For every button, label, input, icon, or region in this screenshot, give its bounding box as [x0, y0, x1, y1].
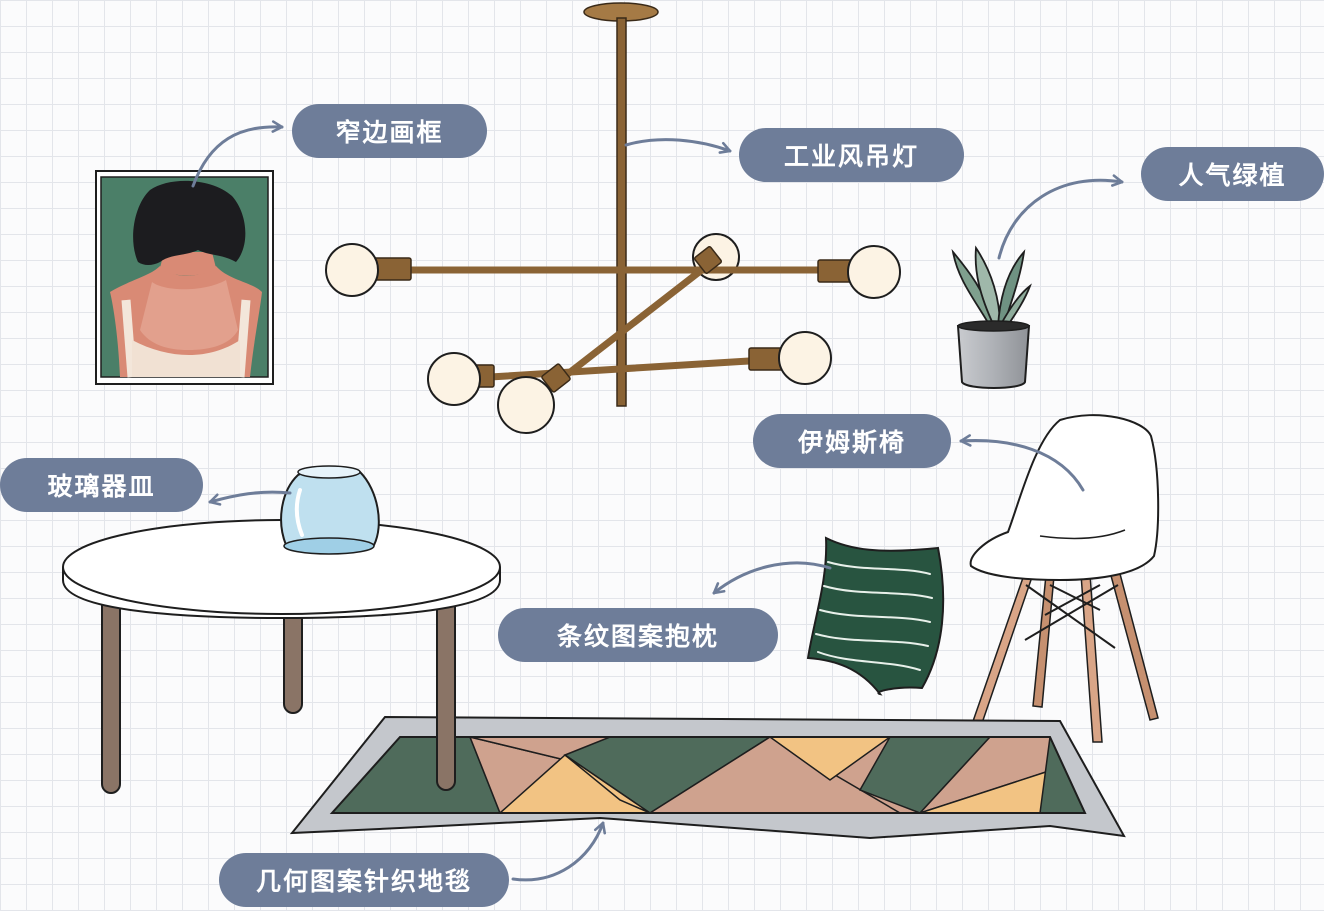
striped-pillow [806, 536, 945, 696]
glass-vase [280, 465, 380, 555]
narrow-frame-painting [95, 170, 274, 385]
geometric-knit-rug [289, 715, 1126, 840]
potted-plant [951, 245, 1032, 389]
arrow-pillow [712, 561, 832, 595]
industrial-chandelier [325, 2, 901, 434]
label-industrial-pendant-lamp: 工业风吊灯 [739, 128, 964, 182]
arrow-rug [511, 821, 607, 882]
callout-arrows [191, 120, 1124, 882]
arrow-plant [997, 174, 1124, 260]
label-narrow-frame: 窄边画框 [292, 104, 487, 158]
label-popular-plant: 人气绿植 [1141, 147, 1324, 201]
arrow-frame [191, 120, 284, 188]
arrow-glass [208, 490, 292, 506]
label-glassware: 玻璃器皿 [0, 458, 203, 512]
label-geometric-rug: 几何图案针织地毯 [219, 853, 509, 907]
label-eames-chair: 伊姆斯椅 [753, 414, 951, 468]
eames-chair [969, 414, 1160, 743]
arrow-chair [959, 434, 1085, 492]
label-striped-pillow: 条纹图案抱枕 [498, 608, 778, 662]
round-table [62, 519, 501, 794]
arrow-lamp [624, 138, 732, 154]
